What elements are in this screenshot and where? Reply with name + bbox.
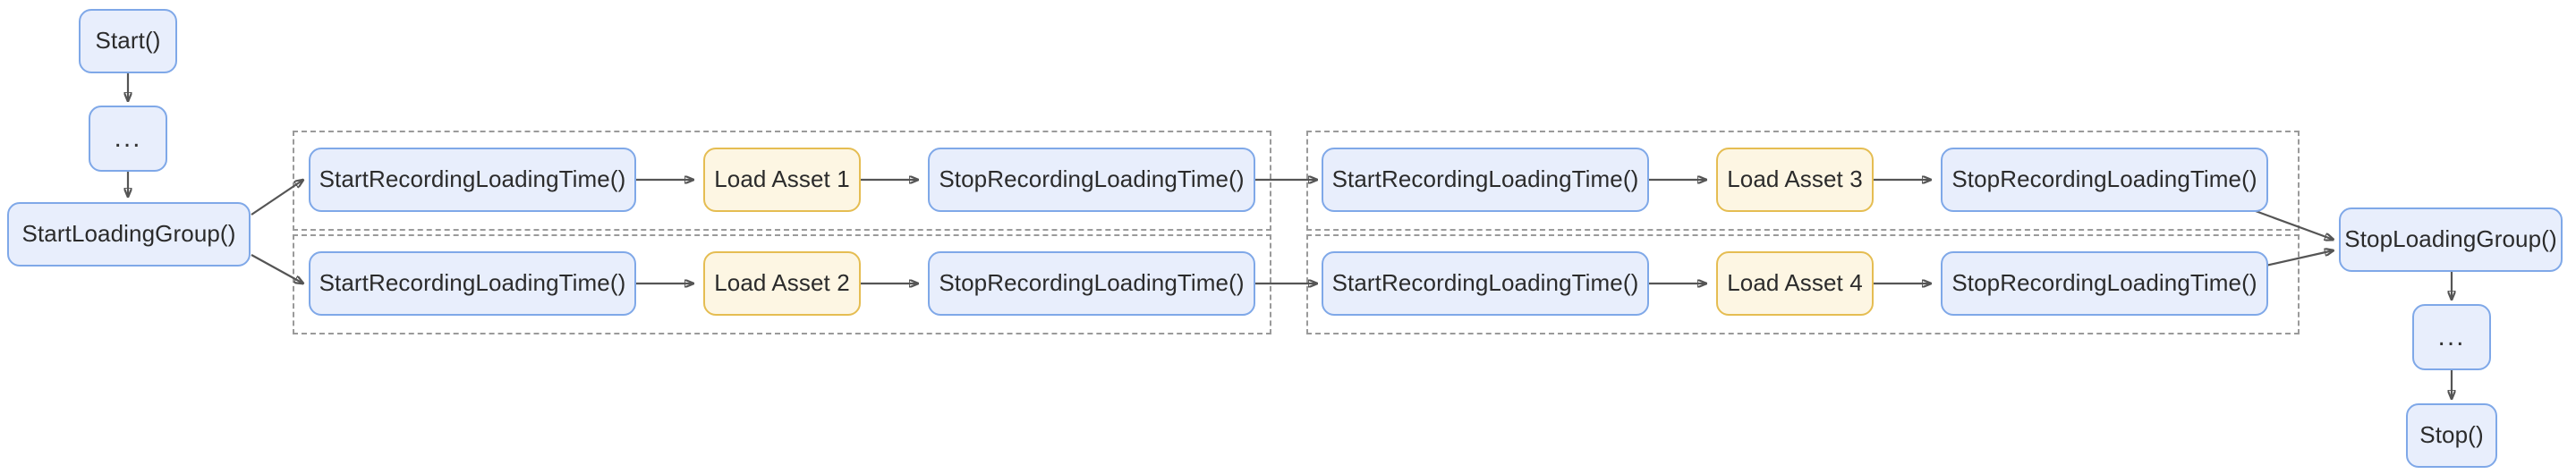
group-2-row-1-start-recording[interactable]: StartRecordingLoadingTime()	[1322, 148, 1649, 212]
node-stop[interactable]: Stop()	[2406, 403, 2497, 468]
group-1-row-1-start-recording[interactable]: StartRecordingLoadingTime()	[309, 148, 636, 212]
group-1-row-2-start-recording[interactable]: StartRecordingLoadingTime()	[309, 251, 636, 316]
group-2-row-2-stop-recording[interactable]: StopRecordingLoadingTime()	[1941, 251, 2268, 316]
node-stop-loading-group[interactable]: StopLoadingGroup()	[2339, 207, 2563, 272]
group-2-row-2-load-asset[interactable]: Load Asset 4	[1716, 251, 1874, 316]
group-1-row-2-load-asset[interactable]: Load Asset 2	[703, 251, 861, 316]
group-1-row-1-load-asset[interactable]: Load Asset 1	[703, 148, 861, 212]
group-2-row-1-stop-recording[interactable]: StopRecordingLoadingTime()	[1941, 148, 2268, 212]
node-start-loading-group[interactable]: StartLoadingGroup()	[7, 202, 251, 267]
group-2-row-2-start-recording[interactable]: StartRecordingLoadingTime()	[1322, 251, 1649, 316]
group-1-row-2-stop-recording[interactable]: StopRecordingLoadingTime()	[928, 251, 1255, 316]
node-exit-ellipsis[interactable]: ...	[2412, 304, 2491, 370]
node-start[interactable]: Start()	[79, 9, 177, 73]
node-entry-ellipsis[interactable]: ...	[89, 106, 167, 172]
group-2-row-1-load-asset[interactable]: Load Asset 3	[1716, 148, 1874, 212]
group-1-row-1-stop-recording[interactable]: StopRecordingLoadingTime()	[928, 148, 1255, 212]
